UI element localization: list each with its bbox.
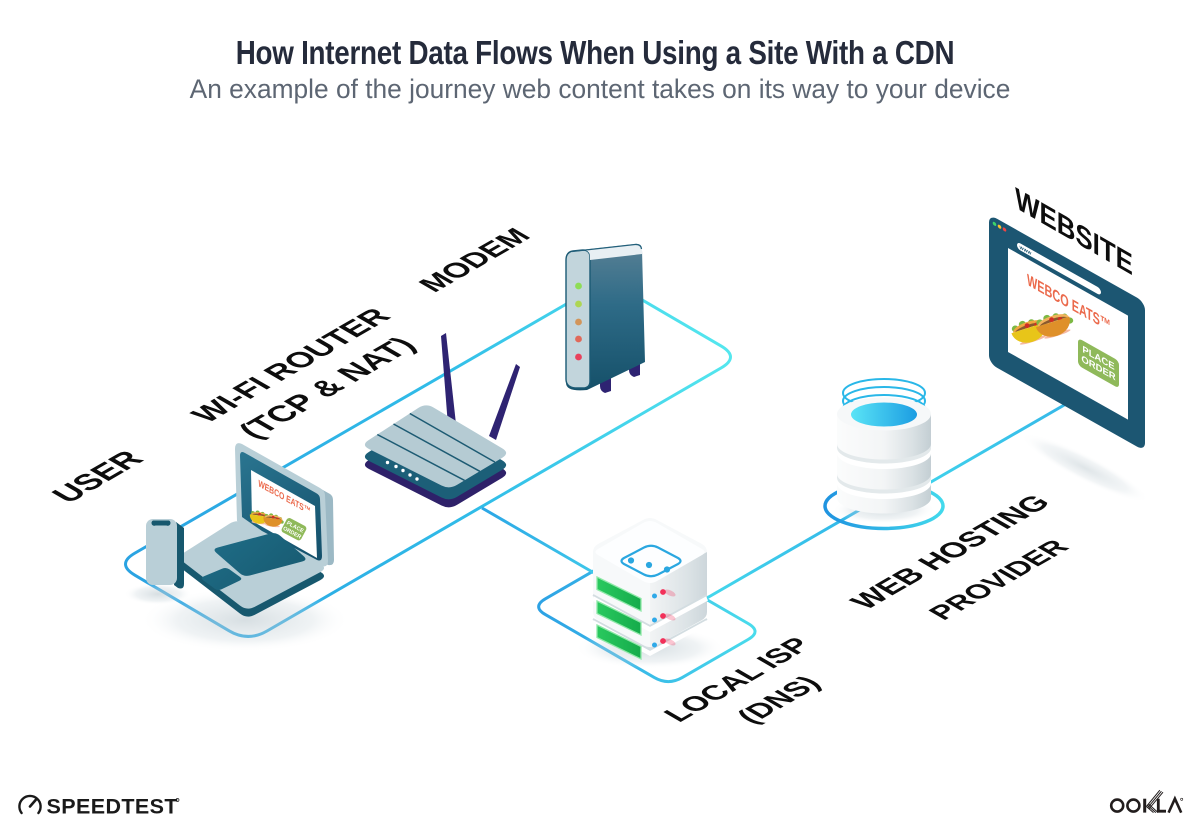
svg-text:SPEEDTEST: SPEEDTEST <box>47 795 178 819</box>
svg-text:WWW: WWW <box>1020 245 1033 257</box>
svg-text:How Internet Data Flows When U: How Internet Data Flows When Using a Sit… <box>236 34 955 72</box>
svg-text:USER: USER <box>43 445 151 507</box>
svg-text:MODEM: MODEM <box>412 224 538 297</box>
svg-text:An example of the journey web: An example of the journey web content ta… <box>190 74 1011 104</box>
